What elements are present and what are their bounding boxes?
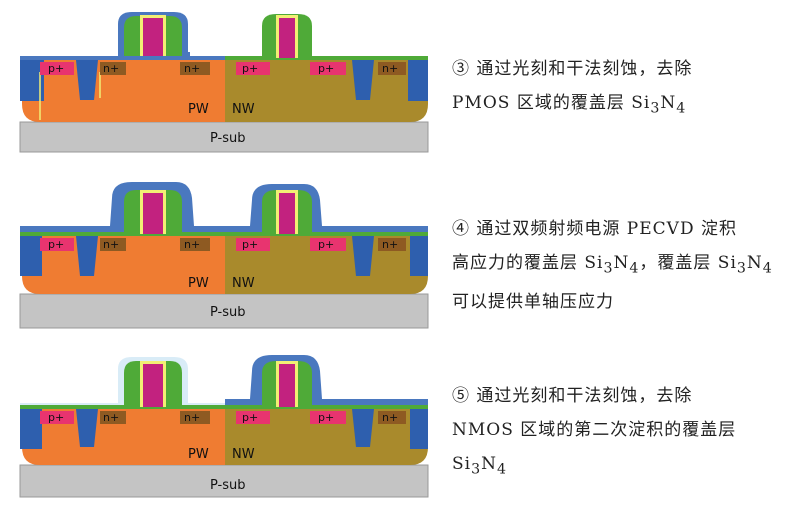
pplus-region: [236, 411, 270, 424]
pw-well: [22, 60, 225, 122]
nplus-region: [100, 238, 126, 251]
nw-well: [225, 60, 428, 122]
label-pplus: p+: [48, 411, 64, 424]
sti-trench-1: [76, 236, 98, 276]
label-nplus: n+: [382, 62, 398, 75]
pplus-region: [236, 62, 270, 75]
caption-line: ③ 通过光刻和干法刻蚀，去除: [452, 59, 693, 79]
caption-line: 高应力的覆盖层 Si3N4，覆盖层 Si3N4: [452, 253, 773, 277]
cross-section-diagram-step-5: p+ n+ n+ p+ p+ n+ PW NW P-sub: [19, 355, 429, 498]
sti-top-right: [410, 232, 428, 276]
nplus-region: [180, 62, 210, 75]
label-nplus: n+: [382, 238, 398, 251]
caption-line: 可以提供单轴压应力: [452, 292, 614, 313]
nplus-region: [378, 62, 406, 75]
nplus-region: [100, 411, 126, 424]
oxide-liner: [39, 72, 101, 120]
gate-poly-pmos: [279, 193, 295, 234]
sti-top-left: [20, 232, 42, 276]
label-pplus: p+: [318, 238, 334, 251]
panel-step-3: p+ n+ n+ p+ p+ n+ PW NW P-sub ③ 通过光刻和干法刻…: [0, 0, 792, 171]
pplus-region: [236, 238, 270, 251]
pplus-region: [310, 238, 346, 251]
label-psub: P-sub: [210, 478, 246, 493]
sti-trench-2: [352, 409, 374, 447]
sti-trench-1: [76, 409, 98, 447]
nw-well: [225, 236, 428, 294]
caption-line: PMOS 区域的覆盖层 Si3N4: [452, 93, 687, 117]
label-pplus: p+: [318, 411, 334, 424]
label-pplus: p+: [318, 62, 334, 75]
nplus-region: [100, 62, 126, 75]
pplus-region: [40, 238, 74, 251]
liner-nmos: [20, 357, 225, 409]
gate-poly-nmos: [143, 18, 163, 56]
nplus-region: [180, 411, 210, 424]
sti-top-left: [20, 405, 42, 449]
label-nplus: n+: [103, 411, 119, 424]
gate-poly-nmos: [143, 193, 163, 234]
label-nplus: n+: [184, 411, 200, 424]
p-sub-layer: [19, 121, 429, 153]
gate-poly-nmos: [143, 364, 163, 407]
nw-well: [225, 409, 428, 465]
nplus-region: [378, 411, 406, 424]
nplus-region: [180, 238, 210, 251]
caption-step-5: ⑤ 通过光刻和干法刻蚀，去除 NMOS 区域的第二次淀积的覆盖层 Si3N4: [452, 379, 782, 486]
pplus-region: [40, 411, 74, 424]
label-pw: PW: [188, 102, 209, 117]
nitride-surface: [20, 232, 428, 236]
caption-line: ⑤ 通过光刻和干法刻蚀，去除: [452, 386, 693, 406]
panel-step-5: p+ n+ n+ p+ p+ n+ PW NW P-sub ⑤ 通过光刻和干法刻…: [0, 343, 792, 514]
label-psub: P-sub: [210, 305, 246, 320]
caption-line: ④ 通过双频射频电源 PECVD 淀积: [452, 219, 737, 239]
label-psub: P-sub: [210, 131, 246, 146]
sti-trench-1: [76, 60, 98, 100]
label-nplus: n+: [382, 411, 398, 424]
sti-top-right: [410, 405, 428, 449]
label-nplus: n+: [184, 238, 200, 251]
label-pplus: p+: [48, 238, 64, 251]
nitride-cover-full: [20, 182, 428, 236]
label-nw: NW: [232, 276, 255, 291]
caption-step-4: ④ 通过双频射频电源 PECVD 淀积 高应力的覆盖层 Si3N4，覆盖层 Si…: [452, 212, 782, 319]
p-sub-layer: [19, 293, 429, 329]
label-nw: NW: [232, 447, 255, 462]
pplus-region: [310, 62, 346, 75]
caption-step-3: ③ 通过光刻和干法刻蚀，去除 PMOS 区域的覆盖层 Si3N4: [452, 52, 782, 125]
nitride-cover-pmos: [225, 355, 428, 409]
label-nplus: n+: [103, 62, 119, 75]
gate-poly-pmos: [279, 18, 295, 58]
caption-line: NMOS 区域的第二次淀积的覆盖层: [452, 420, 737, 440]
pplus-region: [310, 411, 346, 424]
nplus-region: [378, 238, 406, 251]
label-pplus: p+: [242, 62, 258, 75]
label-pplus: p+: [48, 62, 64, 75]
nitride-surface: [20, 405, 428, 409]
panel-step-4: p+ n+ n+ p+ p+ n+ PW NW P-sub ④ 通过双频射频电源…: [0, 172, 792, 343]
label-pplus: p+: [242, 411, 258, 424]
cross-section-diagram-step-3: p+ n+ n+ p+ p+ n+ PW NW P-sub: [19, 12, 429, 153]
pplus-region: [40, 62, 74, 75]
label-nplus: n+: [184, 62, 200, 75]
label-pw: PW: [188, 276, 209, 291]
cross-section-diagram-step-4: p+ n+ n+ p+ p+ n+ PW NW P-sub: [19, 182, 429, 329]
gate-poly-pmos: [279, 364, 295, 407]
caption-line: Si3N4: [452, 454, 507, 478]
sti-top-right: [408, 57, 428, 101]
sti-trench-2: [352, 60, 374, 100]
sti-trench-2: [352, 236, 374, 276]
label-nw: NW: [232, 102, 255, 117]
label-pw: PW: [188, 447, 209, 462]
label-pplus: p+: [242, 238, 258, 251]
label-nplus: n+: [103, 238, 119, 251]
